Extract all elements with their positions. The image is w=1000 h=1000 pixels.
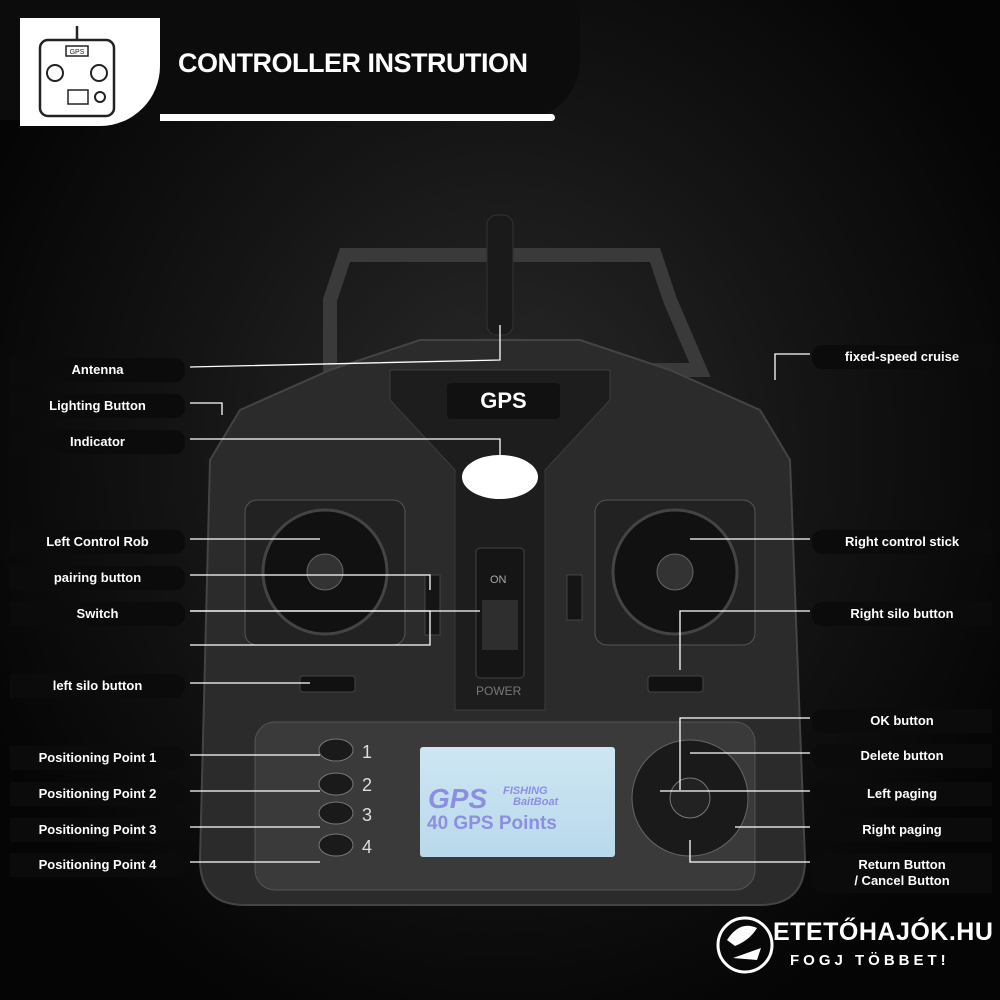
label-point-3: Positioning Point 3 — [10, 818, 185, 842]
label-ok: OK button — [812, 709, 992, 733]
brand-logo: ETETŐHAJÓK.HU FOGJ TÖBBET! — [715, 910, 995, 980]
point-number: 3 — [362, 805, 373, 825]
point-number: 4 — [362, 837, 373, 857]
title-underline — [160, 114, 555, 121]
page-title: CONTROLLER INSTRUTION — [178, 48, 528, 78]
label-point-2: Positioning Point 2 — [10, 782, 185, 806]
label-right-stick: Right control stick — [812, 530, 992, 554]
label-pairing-button: pairing button — [10, 566, 185, 590]
label-return: Return Button / Cancel Button — [812, 853, 992, 893]
screen-brand: GPS — [428, 783, 488, 814]
label-return-line2: / Cancel Button — [854, 873, 950, 888]
label-right-silo: Right silo button — [812, 602, 992, 626]
logo-slogan: FOGJ TÖBBET! — [790, 952, 950, 969]
label-cruise: fixed-speed cruise — [812, 345, 992, 369]
label-left-silo: left silo button — [10, 674, 185, 698]
point-number: 2 — [362, 775, 373, 795]
label-return-line1: Return Button — [858, 857, 946, 872]
power-label: POWER — [476, 684, 522, 698]
logo-text: ETETŐHAJÓK.HU — [773, 918, 994, 946]
screen-line1: FISHING — [503, 785, 548, 797]
label-left-paging: Left paging — [812, 782, 992, 806]
lcd-screen: GPS FISHING BaitBoat 40 GPS Points — [420, 747, 615, 857]
label-indicator: Indicator — [10, 430, 185, 454]
screen-line2: BaitBoat — [513, 796, 559, 808]
label-antenna: Antenna — [10, 358, 185, 382]
screen-points: 40 GPS Points — [427, 813, 557, 834]
svg-text:GPS: GPS — [70, 49, 85, 56]
label-lighting-button: Lighting Button — [10, 394, 185, 418]
label-delete: Delete button — [812, 744, 992, 768]
label-point-4: Positioning Point 4 — [10, 853, 185, 877]
switch-on-label: ON — [490, 574, 507, 586]
point-number: 1 — [362, 742, 373, 762]
label-switch: Switch — [10, 602, 185, 626]
label-right-paging: Right paging — [812, 818, 992, 842]
fish-boat-icon — [716, 916, 774, 974]
label-point-1: Positioning Point 1 — [10, 746, 185, 770]
label-left-control: Left Control Rob — [10, 530, 185, 554]
gps-badge: GPS — [447, 383, 560, 419]
controller-icon: GPS — [20, 18, 160, 126]
